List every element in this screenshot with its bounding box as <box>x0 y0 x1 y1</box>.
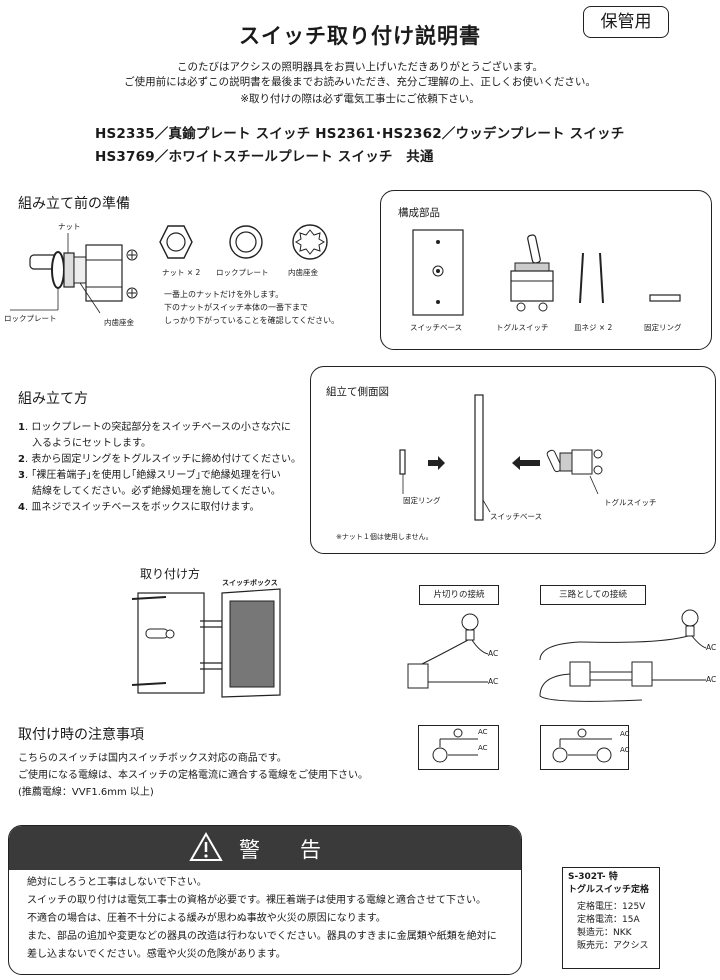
prep-note-line: 一番上のナットだけを外します。 <box>164 290 284 299</box>
components-heading: 構成部品 <box>398 207 440 219</box>
step-item: 3. ｢裸圧着端子｣を使用し｢絶縁スリーブ｣で絶縁処理を行い <box>18 470 281 481</box>
side-toggle-label: トグルスイッチ <box>604 498 657 507</box>
comp-screw-label: 皿ネジ × 2 <box>574 323 613 332</box>
parts-icons <box>159 224 328 260</box>
spec-row: 定格電圧：125V <box>577 902 646 912</box>
mounting-heading: 取り付け方 <box>140 567 201 581</box>
switch-prep-illustration <box>10 233 138 314</box>
part-washer-label: 内歯座金 <box>288 268 318 277</box>
warning-line: 絶対にしろうと工事はしないで下さい。 <box>27 877 207 888</box>
warning-line: 不適合の場合は、圧着不十分による緩みが思わぬ事故や火災の原因になります。 <box>27 913 386 924</box>
prep-heading: 組み立て前の準備 <box>18 196 130 212</box>
step-item: 2. 表から固定リングをトグルスイッチに締め付けてください。 <box>18 454 302 465</box>
caution-line: こちらのスイッチは国内スイッチボックス対応の商品です。 <box>18 753 287 764</box>
part-lock-label: ロックプレート <box>216 268 269 277</box>
model-line: HS3769／ホワイトスチールプレート スイッチ 共通 <box>95 149 434 165</box>
side-note: ※ナット１個は使用しません。 <box>336 533 433 541</box>
ac-label: AC <box>478 744 488 752</box>
assembly-steps: 1. ロックプレートの突起部分をスイッチベースの小さな穴に 入るようにセットしま… <box>18 420 301 516</box>
side-view-box <box>310 366 716 554</box>
comp-ring-label: 固定リング <box>644 323 682 332</box>
step-number: 2 <box>18 454 25 465</box>
step-text: ロックプレートの突起部分をスイッチベースの小さな穴に <box>31 422 291 433</box>
caution-line: (推薦電線：VVF1.6mm 以上) <box>18 787 154 798</box>
spec-row: 定格電流：15A <box>577 915 640 925</box>
schematic-single <box>418 725 499 770</box>
side-ring-label: 固定リング <box>403 496 441 505</box>
side-view-heading: 組立て側面図 <box>326 386 389 398</box>
intro-note: ※取り付けの際は必ず電気工事士にご依頼下さい。 <box>240 93 480 105</box>
assembly-heading: 組み立て方 <box>18 391 88 407</box>
warning-box: 警告 絶対にしろうと工事はしないで下さい。 スイッチの取り付けは電気工事士の資格… <box>8 825 522 975</box>
model-list: HS2335／真鍮プレート スイッチ HS2361･HS2362／ウッデンプレー… <box>95 123 624 169</box>
components-illustration <box>412 229 681 316</box>
ac-label: AC <box>706 643 717 652</box>
intro-line: ご使用前には必ずこの説明書を最後までお読みいただき、充分ご理解の上、正しくお使い… <box>124 76 596 88</box>
spec-row: 製造元：NKK <box>577 928 632 938</box>
wiring-three-way-label: 三路としての接続 <box>540 585 646 605</box>
keep-badge: 保管用 <box>583 6 669 38</box>
step-text: 皿ネジでスイッチベースをボックスに取付けます。 <box>31 502 260 513</box>
ac-label: AC <box>620 730 630 738</box>
comp-toggle-label: トグルスイッチ <box>496 323 549 332</box>
side-view-illustration <box>399 394 603 521</box>
spec-box: S-302T- 特 トグルスイッチ定格 定格電圧：125V 定格電流：15A 製… <box>562 867 660 969</box>
label-washer: 内歯座金 <box>104 318 134 327</box>
switch-box-label: スイッチボックス <box>222 579 278 587</box>
warning-line: また、部品の追加や変更などの器具の改造は行わないでください。器具のすきまに金属類… <box>27 931 497 942</box>
warning-line: スイッチの取り付けは電気工事士の資格が必要です。裸圧着端子は使用する電線と適合さ… <box>27 895 486 906</box>
prep-note: 一番上のナットだけを外します。 下のナットがスイッチ本体の一番下まで しっかり下… <box>164 288 339 327</box>
spec-name: トグルスイッチ定格 <box>568 885 650 895</box>
prep-note-line: しっかり下がっていることを確認してください。 <box>164 316 340 325</box>
caution-line: ご使用になる電線は、本スイッチの定格電流に適合する電線をご使用下さい。 <box>18 770 368 781</box>
label-lockplate: ロックプレート <box>4 314 57 323</box>
ac-label: AC <box>488 677 499 686</box>
ac-label: AC <box>478 728 488 736</box>
page-title: スイッチ取り付け説明書 <box>239 24 481 48</box>
intro-text: このたびはアクシスの照明器具をお買い上げいただきありがとうございます。 ご使用前… <box>0 60 720 107</box>
ac-label: AC <box>488 649 499 658</box>
prep-note-line: 下のナットがスイッチ本体の一番下まで <box>164 303 308 312</box>
step-number: 4 <box>18 502 25 513</box>
comp-base-label: スイッチベース <box>410 323 463 332</box>
warning-triangle-icon <box>189 832 223 861</box>
spec-model: S-302T- 特 <box>568 872 618 882</box>
model-line: HS2335／真鍮プレート スイッチ HS2361･HS2362／ウッデンプレー… <box>95 126 625 142</box>
side-base-label: スイッチベース <box>490 512 543 521</box>
step-number: 3 <box>18 470 25 481</box>
arrow-right-icon <box>428 456 445 470</box>
spec-row: 販売元：アクシス <box>577 941 649 951</box>
caution-text: こちらのスイッチは国内スイッチボックス対応の商品です。 ご使用になる電線は、本ス… <box>18 750 368 801</box>
components-box <box>380 190 712 350</box>
part-nut-label: ナット × 2 <box>162 268 201 277</box>
step-item: 4. 皿ネジでスイッチベースをボックスに取付けます。 <box>18 502 260 513</box>
label-nut: ナット <box>58 222 81 231</box>
ac-label: AC <box>706 675 717 684</box>
warning-text: 絶対にしろうと工事はしないで下さい。 スイッチの取り付けは電気工事士の資格が必要… <box>27 874 497 964</box>
warning-title: 警告 <box>239 838 361 862</box>
step-text-cont: 結線をしてください。必ず絶縁処理を施してください。 <box>32 486 281 497</box>
wiring-single-label: 片切りの接続 <box>419 585 499 605</box>
ac-label: AC <box>620 746 630 754</box>
wiring-illustration <box>407 609 707 702</box>
mounting-illustration <box>131 588 281 698</box>
step-number: 1 <box>18 422 25 433</box>
washer-icon <box>292 224 328 260</box>
caution-heading: 取付け時の注意事項 <box>18 727 144 743</box>
step-text: 表から固定リングをトグルスイッチに締め付けてください。 <box>31 454 302 465</box>
spec-rows: 定格電圧：125V 定格電流：15A 製造元：NKK 販売元：アクシス <box>563 897 659 953</box>
intro-line: このたびはアクシスの照明器具をお買い上げいただきありがとうございます。 <box>177 61 543 73</box>
schematic-three-way <box>540 725 629 770</box>
step-item: 1. ロックプレートの突起部分をスイッチベースの小さな穴に <box>18 422 291 433</box>
warning-line: 差し込まないでください。感電や火災の危険があります。 <box>27 949 286 960</box>
arrow-left-icon <box>512 456 540 470</box>
step-text: ｢裸圧着端子｣を使用し｢絶縁スリーブ｣で絶縁処理を行い <box>31 470 281 481</box>
warning-header: 警告 <box>9 826 521 870</box>
step-text-cont: 入るようにセットします。 <box>32 438 151 449</box>
